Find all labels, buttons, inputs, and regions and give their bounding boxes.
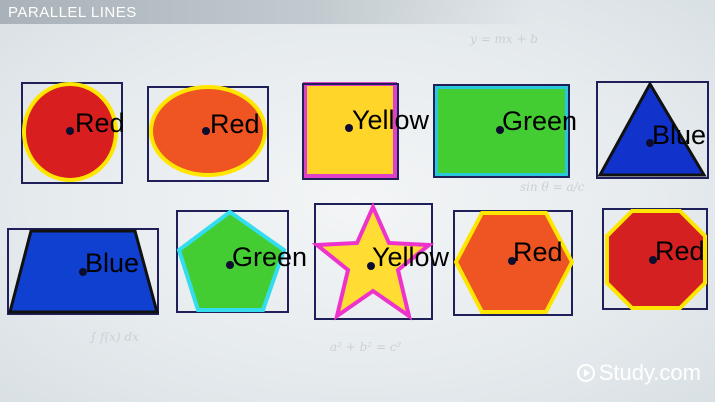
shape-label: Blue xyxy=(652,120,707,150)
shape-frame xyxy=(596,81,709,179)
study-watermark: Study.com xyxy=(576,360,701,386)
shape-label: Blue xyxy=(85,248,140,278)
point-marker xyxy=(345,124,353,132)
point-marker xyxy=(202,127,210,135)
header-bar: PARALLEL LINES xyxy=(0,0,715,24)
page-title: PARALLEL LINES xyxy=(8,4,137,21)
watermark-text: Study.com xyxy=(598,360,701,385)
point-marker xyxy=(367,262,375,270)
shape-label: Red xyxy=(75,108,125,138)
point-marker xyxy=(66,127,74,135)
shape-label: Red xyxy=(210,109,260,139)
shape-label: Green xyxy=(502,106,578,136)
shape-label: Yellow xyxy=(372,242,450,272)
shape-frame xyxy=(302,83,399,180)
point-marker xyxy=(496,126,504,134)
point-marker xyxy=(649,256,657,264)
shape-label: Red xyxy=(513,237,563,267)
shape-label: Red xyxy=(655,236,705,266)
shape-label: Green xyxy=(232,242,308,272)
point-marker xyxy=(508,257,516,265)
shape-label: Yellow xyxy=(352,105,430,135)
shape-frame xyxy=(433,84,570,178)
point-marker xyxy=(226,261,234,269)
play-circle-icon xyxy=(576,364,595,382)
point-marker xyxy=(79,268,87,276)
shape-frame xyxy=(7,228,159,315)
point-marker xyxy=(646,139,654,147)
